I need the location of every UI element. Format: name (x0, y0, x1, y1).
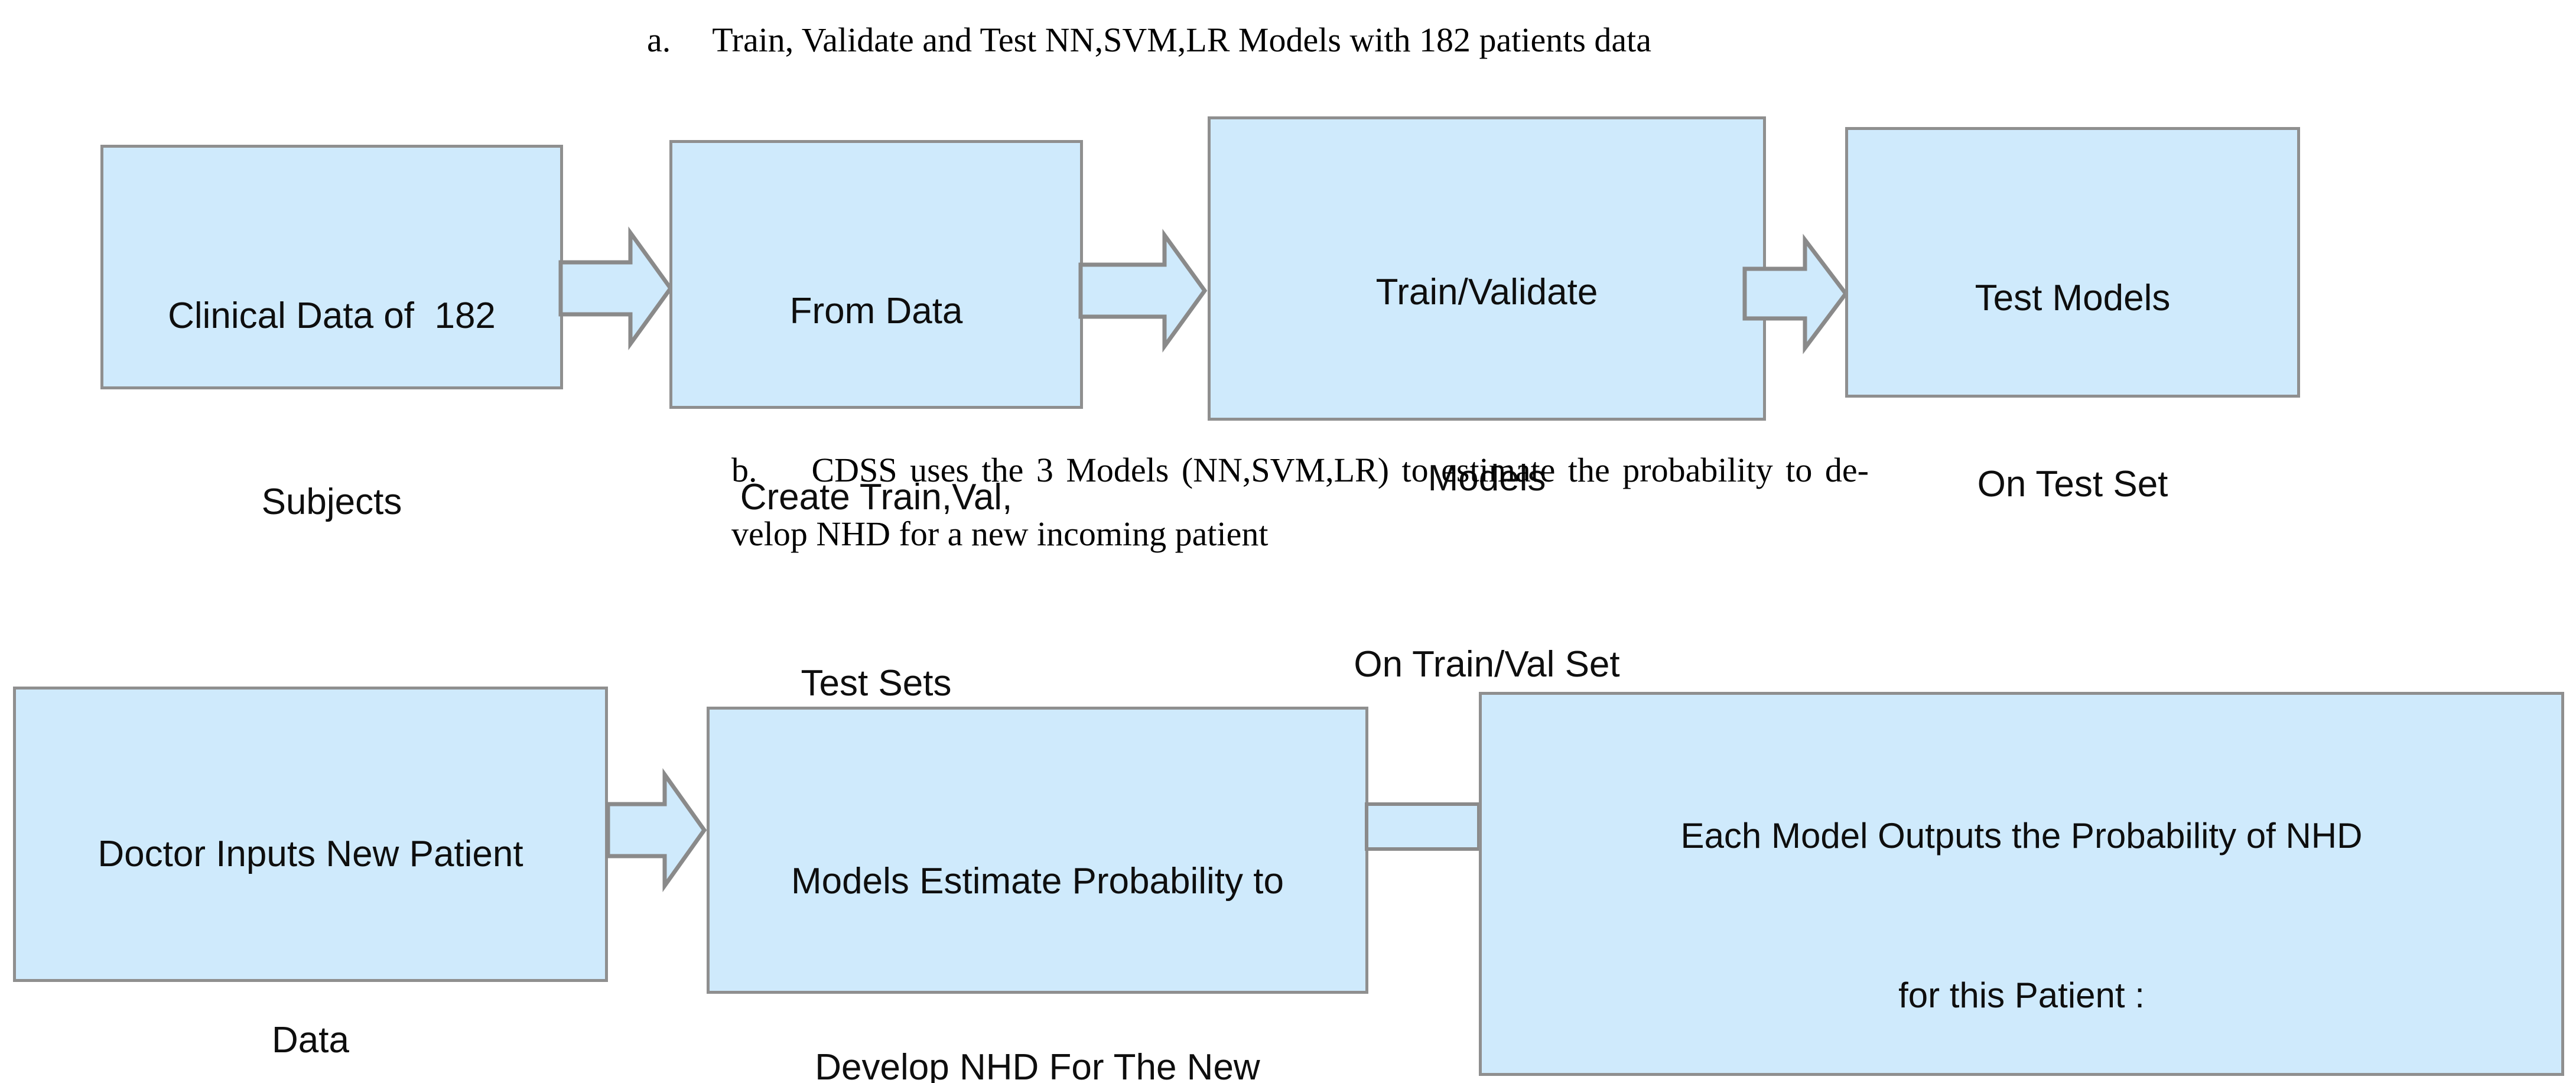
flow-b-box-models-estimate: Models Estimate Probability to Develop N… (707, 707, 1368, 1083)
caption-a-text: Train, Validate and Test NN,SVM,LR Model… (712, 21, 1652, 59)
caption-b: b. CDSS uses the 3 Models (NN,SVM,LR) to … (731, 438, 1869, 566)
right-block-arrow-icon (606, 768, 707, 892)
flow-b-box-model-outputs: Each Model Outputs the Probability of NH… (1479, 692, 2564, 1076)
box-line: for this Patient : (1898, 975, 2145, 1015)
box-line: Subjects (261, 482, 402, 522)
box-line: From Data (789, 291, 963, 331)
right-block-arrow-icon (558, 226, 674, 350)
box-line: On Test Set (1977, 464, 2168, 505)
box-line: Test Sets (801, 663, 952, 704)
caption-b-line1: b. CDSS uses the 3 Models (NN,SVM,LR) to … (731, 438, 1869, 502)
caption-b-text-line2: velop NHD for a new incoming patient (731, 515, 1269, 553)
caption-b-text-line1: CDSS uses the 3 Models (NN,SVM,LR) to es… (811, 451, 1869, 489)
right-block-arrow-icon (1078, 229, 1208, 353)
caption-b-marker: b. (731, 451, 757, 489)
box-line: Doctor Inputs New Patient (97, 834, 523, 874)
box-line: Clinical Data of 182 (168, 295, 496, 336)
flow-a-box-train-validate: Train/Validate Models On Train/Val Set (1208, 116, 1766, 685)
caption-a-marker: a. (647, 21, 671, 59)
flow-a-box-create-sets: From Data Create Train,Val, Test Sets (669, 140, 1083, 704)
box-line: Test Models (1975, 278, 2171, 318)
box-line: Data (272, 1020, 349, 1061)
caption-a: a. Train, Validate and Test NN,SVM,LR Mod… (647, 8, 1651, 72)
box-line: Train/Validate (1375, 272, 1598, 313)
box-line: Each Model Outputs the Probability of NH… (1680, 816, 2363, 856)
box-line: Develop NHD For The New (815, 1047, 1260, 1083)
box-line: Models Estimate Probability to (791, 861, 1284, 902)
box-line: Models (1427, 458, 1546, 499)
right-block-arrow-icon (1742, 233, 1849, 355)
flow-a-box-clinical-data: Clinical Data of 182 Subjects (100, 145, 563, 522)
flow-a-box-test-models: Test Models On Test Set (1845, 127, 2300, 505)
box-line: On Train/Val Set (1354, 644, 1620, 685)
connector-bar (1365, 802, 1481, 851)
box-line: Create Train,Val, (740, 477, 1013, 518)
flow-b-box-doctor-inputs: Doctor Inputs New Patient Data (10 Param… (13, 687, 608, 1061)
